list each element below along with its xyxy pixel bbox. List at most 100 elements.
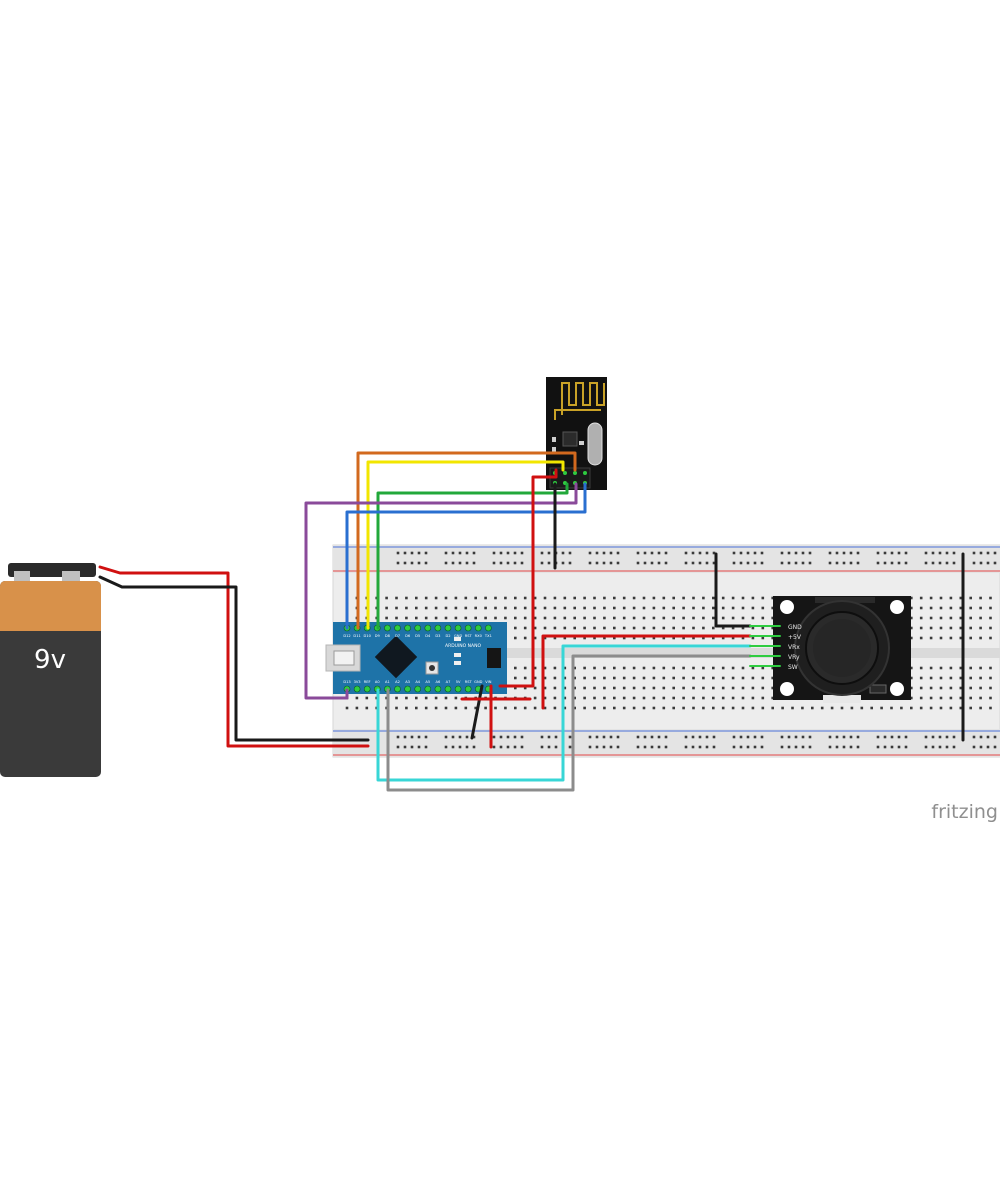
grid-hole: [989, 626, 992, 630]
grid-hole: [781, 706, 784, 710]
grid-hole: [385, 606, 388, 610]
grid-hole: [979, 676, 982, 680]
grid-hole: [682, 636, 685, 640]
rail-hole: [787, 745, 791, 749]
grid-hole: [731, 686, 735, 690]
rail-hole: [904, 745, 908, 749]
rail-hole: [808, 735, 812, 739]
grid-hole: [989, 616, 992, 620]
rail-hole: [643, 735, 647, 739]
grid-hole: [939, 616, 943, 620]
grid-hole: [969, 616, 972, 620]
grid-hole: [702, 696, 705, 700]
rail-hole: [465, 745, 469, 749]
grid-hole: [692, 616, 695, 620]
rail-hole: [890, 745, 894, 749]
grid-hole: [553, 696, 557, 700]
grid-hole: [850, 706, 854, 710]
rail-hole: [732, 551, 736, 555]
rail-hole: [698, 735, 702, 739]
battery-terminal-negative: [14, 571, 30, 581]
grid-hole: [712, 606, 715, 610]
nano-bottom-pin-label: GND: [474, 680, 482, 684]
rail-hole: [938, 745, 942, 749]
rail-hole: [499, 551, 503, 555]
rail-hole: [945, 561, 949, 565]
rail-hole: [945, 735, 949, 739]
grid-hole: [771, 596, 774, 600]
grid-hole: [365, 696, 369, 700]
grid-hole: [712, 636, 715, 640]
rail-hole: [472, 561, 476, 565]
grid-hole: [791, 706, 794, 710]
grid-hole: [593, 606, 596, 610]
grid-hole: [890, 706, 893, 710]
rail-hole: [417, 561, 421, 565]
rail-hole: [883, 561, 887, 565]
nano-top-pin: [454, 624, 462, 632]
grid-hole: [712, 686, 715, 690]
rail-hole: [458, 745, 462, 749]
grid-hole: [533, 706, 537, 710]
grid-hole: [523, 596, 527, 600]
nano-top-pin: [434, 624, 442, 632]
rail-hole: [609, 561, 613, 565]
grid-hole: [632, 676, 636, 680]
grid-hole: [771, 706, 774, 710]
rail-hole: [650, 745, 654, 749]
nano-bottom-pin-label: A0: [375, 680, 380, 684]
rail-hole: [712, 561, 716, 565]
rail-hole: [424, 561, 428, 565]
grid-hole: [989, 666, 992, 670]
grid-hole: [969, 706, 972, 710]
rail-hole: [444, 745, 448, 749]
grid-hole: [405, 706, 408, 710]
grid-hole: [543, 636, 547, 640]
grid-hole: [919, 676, 923, 680]
grid-hole: [771, 696, 774, 700]
nano-bottom-pin: [434, 685, 442, 693]
grid-hole: [622, 606, 626, 610]
grid-hole: [613, 636, 616, 640]
wire-gray-joy-vry: [386, 654, 752, 792]
grid-hole: [583, 626, 586, 630]
rail-hole: [849, 561, 853, 565]
rail-hole: [732, 735, 736, 739]
battery-label: 9v: [34, 645, 66, 675]
grid-hole: [484, 606, 487, 610]
rail-hole: [924, 551, 928, 555]
rail-hole: [568, 735, 572, 739]
grid-hole: [474, 606, 477, 610]
grid-hole: [662, 696, 666, 700]
grid-hole: [979, 686, 982, 690]
rail-hole: [499, 561, 503, 565]
rail-hole: [650, 735, 654, 739]
grid-hole: [573, 616, 576, 620]
grid-hole: [910, 666, 913, 670]
grid-hole: [424, 696, 428, 700]
grid-hole: [523, 636, 527, 640]
rail-hole: [657, 561, 661, 565]
grid-hole: [880, 706, 883, 710]
grid-hole: [533, 676, 537, 680]
grid-hole: [504, 706, 507, 710]
grid-hole: [424, 596, 428, 600]
grid-hole: [622, 676, 626, 680]
grid-hole: [949, 606, 953, 610]
grid-hole: [741, 696, 745, 700]
nano-top-pin: [464, 624, 472, 632]
grid-hole: [870, 706, 873, 710]
grid-hole: [771, 606, 774, 610]
rail-hole: [403, 551, 407, 555]
grid-hole: [811, 706, 814, 710]
rail-hole: [931, 735, 935, 739]
grid-hole: [583, 706, 586, 710]
grid-hole: [632, 606, 636, 610]
rail-hole: [753, 735, 757, 739]
grid-hole: [583, 616, 586, 620]
rail-hole: [520, 735, 524, 739]
grid-hole: [573, 596, 576, 600]
grid-hole: [622, 706, 626, 710]
